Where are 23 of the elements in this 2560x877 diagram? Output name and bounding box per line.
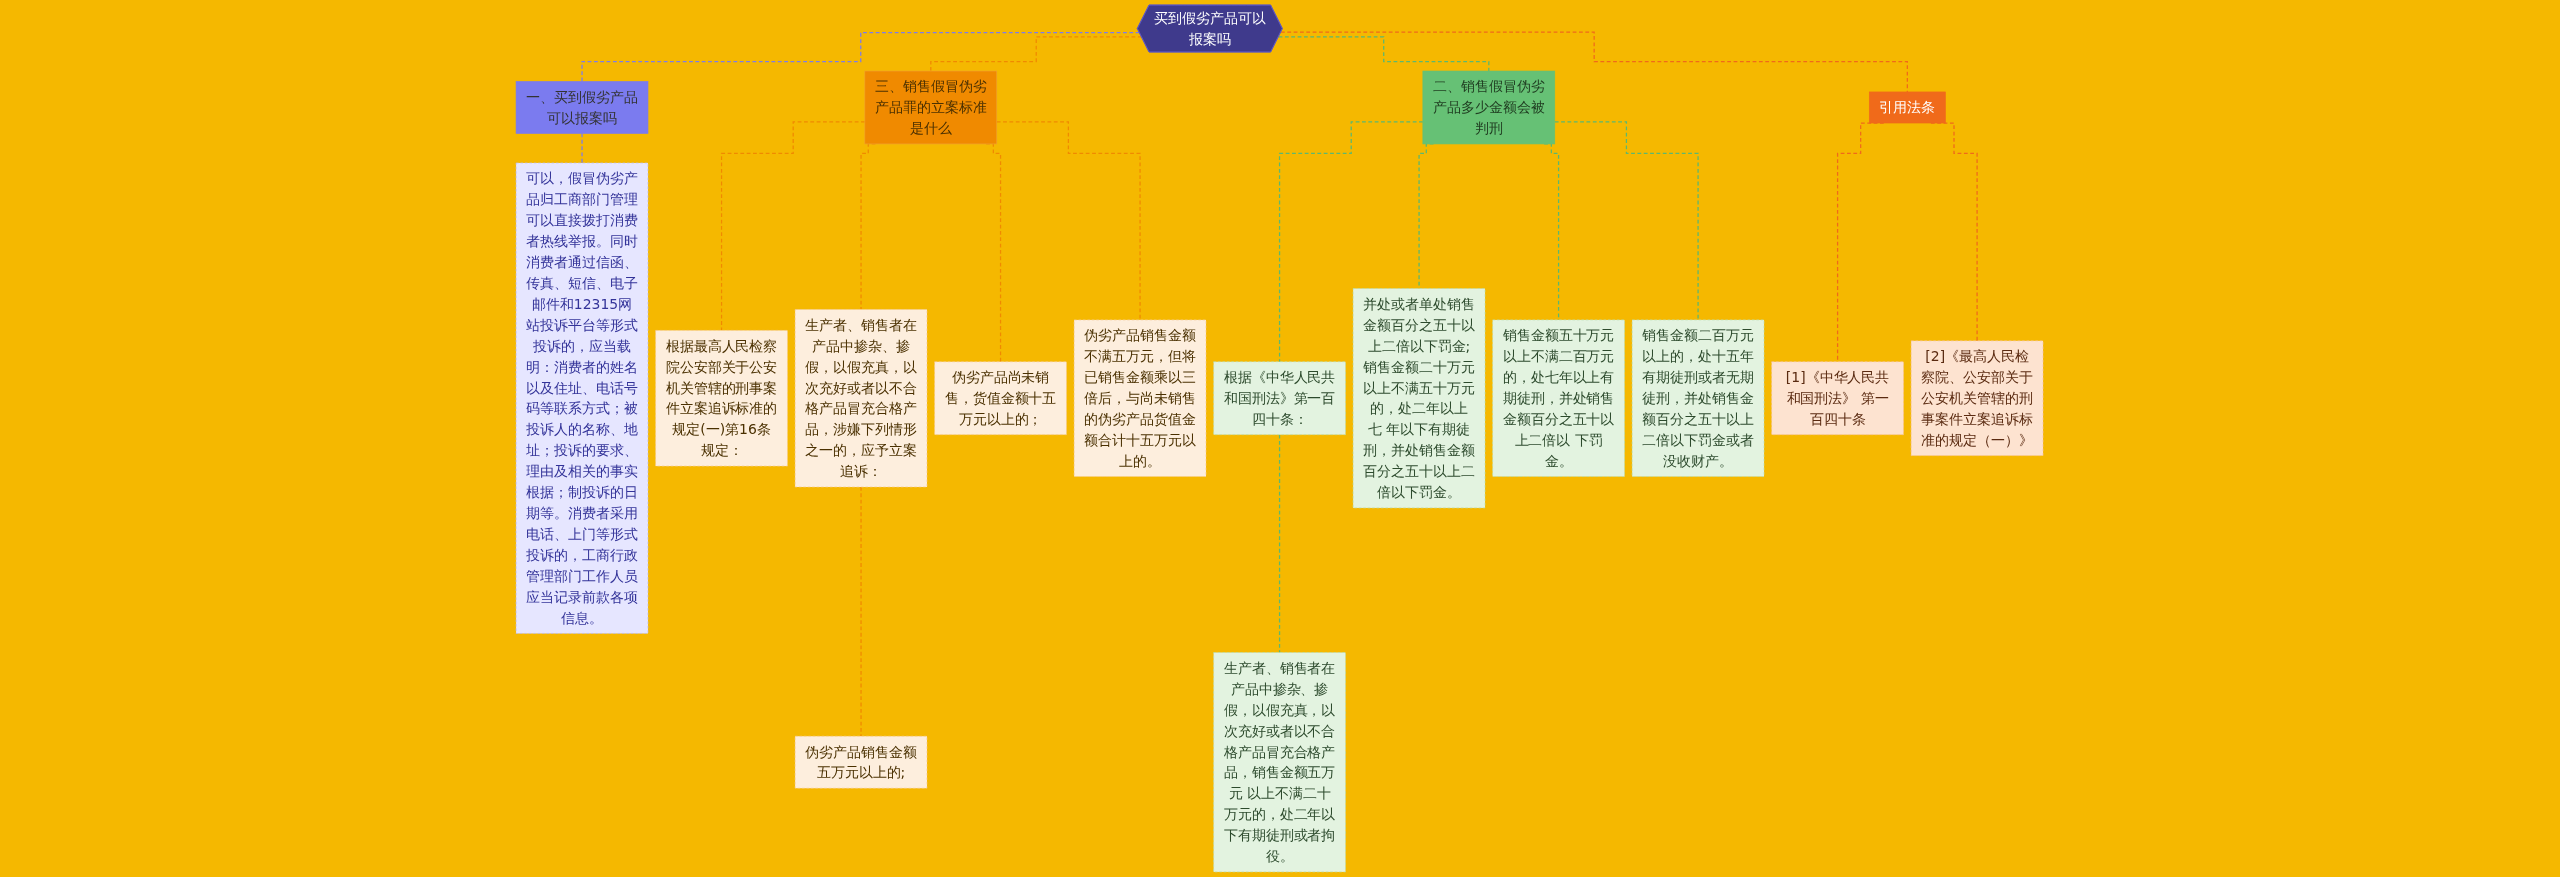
node-box: 生产者、销售者在产品中掺杂、掺假，以假充真，以次充好或者以不合格产品冒充合格产品，销售金额五万元 以上不满二十万元的，处二年以下有期徒刑或者拘役。 <box>1213 652 1347 873</box>
connector <box>581 31 1141 83</box>
connector <box>930 36 1143 72</box>
node-box: 生产者、销售者在产品中掺杂、掺假，以假充真，以次充好或者以不合格产品冒充合格产品，涉嫌下列情形之一的，应予立案追诉： <box>795 309 928 488</box>
node-box: 销售金额五十万元以上不满二百万元的，处七年以上有期徒刑，并处销售金额百分之五十以上二倍以 下罚金。 <box>1492 319 1626 477</box>
node-box: 二、销售假冒伪劣产品多少金额会被判刑 <box>1423 70 1556 145</box>
connector <box>1279 434 1281 654</box>
node-box: 并处或者单处销售金额百分之五十以上二倍以下罚金;销售金额二十万元以上不满五十万元的，处二年以上七 年以下有期徒刑，并处销售金额百分之五十以上二倍以下罚金。 <box>1353 288 1486 509</box>
node-box: 销售金额二百万元以上的，处十五年有期徒刑或者无期徒刑，并处销售金额百分之五十以上二倍以下罚金或者没收财产。 <box>1632 319 1765 477</box>
node-box: 根据《中华人民共和国刑法》第一百四十条： <box>1213 361 1347 435</box>
node-box: 伪劣产品销售金额不满五万元，但将已销售金额乘以三倍后，与尚未销售的伪劣产品货值金额合计十五万元以上的。 <box>1074 319 1207 477</box>
connector <box>721 121 866 331</box>
node-box: 三、销售假冒伪劣产品罪的立案标准是什么 <box>864 70 998 145</box>
node-box: [1]《中华人民共和国刑法》 第一百四十条 <box>1771 361 1905 435</box>
node-box: 可以，假冒伪劣产品归工商部门管理可以直接拨打消费者热线举报。同时消费者通过信函、传真、短信、电子邮件和12315网站投诉平台等形式投诉的，应当载明：消费者的姓名以及住址、电话号码等联系方式；被投诉人的名称、地址；投诉的要求、理由及相关的事实根据；制投诉的日期等。消费者采用电话、上门等形式投诉的，工商行政管理部门工作人员应当记录前款各项信息。 <box>516 162 649 634</box>
node-box: [2]《最高人民检察院、公安部关于公安机关管辖的刑事案件立案追诉标准的规定（一）》 <box>1911 340 2044 456</box>
node-box: 伪劣产品销售金额五万元以上的; <box>795 735 928 789</box>
connector <box>1278 36 1490 72</box>
connector <box>1279 121 1424 363</box>
node-box: 引用法条 <box>1869 91 1947 124</box>
node-box: 一、买到假劣产品可以报案吗 <box>516 81 649 134</box>
node-box: 根据最高人民检察院公安部关于公安机关管辖的刑事案件立案追诉标准的规定(一)第16条规定： <box>655 330 789 467</box>
node-box: 伪劣产品尚未销售，货值金额十五万元以上的； <box>934 361 1068 435</box>
